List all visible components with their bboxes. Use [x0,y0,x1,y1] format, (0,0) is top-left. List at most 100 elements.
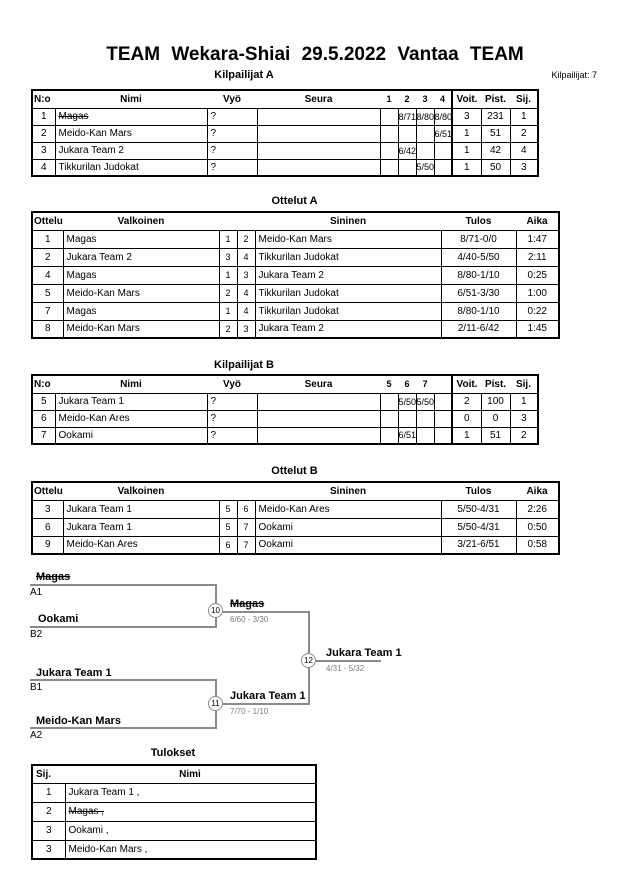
cell-bno: 6 [236,499,256,519]
cell-pist: 0 [480,409,511,428]
cell-voit: 3 [451,107,482,126]
cell-wno: 1 [218,265,238,285]
cell-sij: 1 [31,782,66,803]
bracket-slot-name: Magas [36,571,71,583]
bracket-winner-name: Jukara Team 1 [326,647,402,659]
col-header-aika: Aika [516,212,559,231]
col-header-bno [237,482,255,501]
bracket-slot-label: B1 [30,682,43,693]
cell-pist: 231 [480,107,511,126]
cell-wno: 1 [218,301,238,321]
cell-seura [256,392,381,411]
cell-round [397,158,417,177]
bracket-line [30,584,217,586]
table-row: 2 Magas , [31,801,317,822]
cell-pist: 42 [480,141,511,160]
bracket-winner-name: Jukara Team 1 [230,690,306,702]
cell-seura [256,158,381,177]
cell-round: 5/50 [397,392,417,411]
col-header-pist: Pist. [481,90,510,109]
col-header-wno [219,212,237,231]
cell-no: 5 [31,392,56,411]
cell-seura [256,409,381,428]
cell-bno: 4 [236,247,256,267]
cell-sij: 3 [509,409,539,428]
table-row: 8 Meido-Kan Mars 2 3 Jukara Team 2 2/11-… [31,319,560,339]
bracket-line [316,660,381,662]
cell-round: 8/80 [415,107,435,126]
cell-vyo: ? [206,158,258,177]
cell-pist: 50 [480,158,511,177]
header-row: N:o Nimi Vyö Seura 5 6 7 Voit. Pist. Sij… [32,375,538,394]
col-header-6: 6 [398,375,416,394]
cell-aika: 0:50 [515,517,560,537]
cell-nimi: Meido-Kan Mars , [64,839,317,860]
col-header-1: 1 [380,90,398,109]
cell-round: 5/50 [415,158,435,177]
bracket-slot-label: A2 [30,730,43,741]
cell-bno: 4 [236,301,256,321]
cell-bno: 2 [236,229,256,249]
kilpailijat-b-title: Kilpailijat B [214,359,274,371]
ottelut-b-title: Ottelut B [271,465,318,477]
col-header-vyo: Vyö [207,375,257,394]
cell-round [397,124,417,143]
col-header-valkoinen: Valkoinen [63,482,219,501]
col-header-ottelu: Ottelu [32,212,63,231]
tulokset-title: Tulokset [150,747,196,759]
table-row: 6 Jukara Team 1 5 7 Ookami 5/50-4/31 0:5… [31,517,560,537]
bracket-line [223,611,310,613]
cell-sininen: Jukara Team 2 [254,265,442,285]
cell-nimi: Jukara Team 2 [54,141,208,160]
cell-no: 4 [31,158,56,177]
cell-bno: 3 [236,319,256,339]
cell-round [379,426,399,445]
cell-round [379,124,399,143]
cell-round: 6/51 [433,124,453,143]
cell-nimi: Meido-Kan Ares [54,409,208,428]
col-header-nimi: Nimi [55,90,207,109]
cell-tulos: 3/21-6/51 [440,535,517,555]
cell-round [397,409,417,428]
table-row: 5 Meido-Kan Mars 2 4 Tikkurilan Judokat … [31,283,560,303]
cell-vyo: ? [206,107,258,126]
bracket-line [223,703,310,705]
cell-valkoinen: Meido-Kan Mars [62,319,220,339]
cell-no: 2 [31,124,56,143]
cell-wno: 3 [218,247,238,267]
cell-aika: 0:22 [515,301,560,321]
cell-seura [256,124,381,143]
kilpailijat-a-table: N:o Nimi Vyö Seura 1 2 3 4 Voit. Pist. S… [31,89,539,177]
cell-sininen: Jukara Team 2 [254,319,442,339]
cell-tulos: 5/50-4/31 [440,499,517,519]
bracket-match-score: 7/70 - 1/10 [230,707,269,716]
cell-valkoinen: Jukara Team 2 [62,247,220,267]
cell-round [379,409,399,428]
table-row: 2 Meido-Kan Mars ? 6/51 1 51 2 [31,124,539,143]
cell-ottelu: 1 [31,229,64,249]
cell-ottelu: 2 [31,247,64,267]
table-row: 7 Ookami ? 6/51 1 51 2 [31,426,539,445]
cell-aika: 2:26 [515,499,560,519]
bracket-slot-label: A1 [30,587,43,598]
col-header-voit: Voit. [451,375,481,394]
col-header-4: 4 [434,90,452,109]
cell-seura [256,107,381,126]
cell-round [379,158,399,177]
cell-sininen: Tikkurilan Judokat [254,247,442,267]
cell-sij: 3 [31,820,66,841]
table-row: 3 Ookami , [31,820,317,841]
cell-wno: 6 [218,535,238,555]
col-header-5: 5 [380,375,398,394]
cell-wno: 2 [218,319,238,339]
cell-sininen: Ookami [254,517,442,537]
table-row: 3 Meido-Kan Mars , [31,839,317,860]
cell-no: 6 [31,409,56,428]
cell-nimi: Magas [54,107,208,126]
cell-nimi: Ookami [54,426,208,445]
bracket-line [30,626,217,628]
cell-aika: 0:25 [515,265,560,285]
bracket-line [30,727,217,729]
cell-sininen: Meido-Kan Ares [254,499,442,519]
ottelut-a-table: Ottelu Valkoinen Sininen Tulos Aika 1 Ma… [31,211,560,339]
